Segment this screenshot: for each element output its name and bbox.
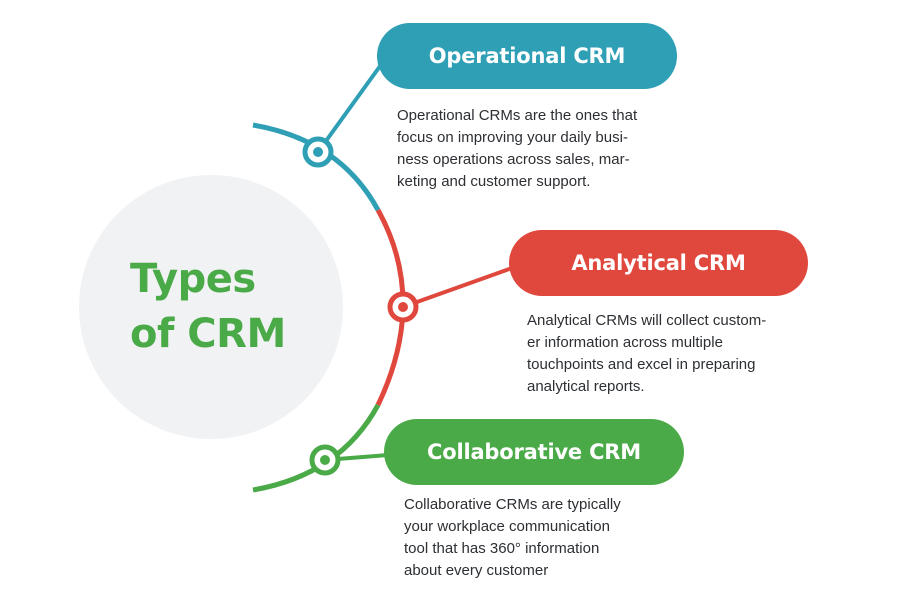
description-line: tool that has 360° information — [404, 540, 600, 557]
analytical-crm-pill: Analytical CRM — [509, 230, 808, 296]
description-line: focus on improving your daily busi- — [397, 129, 628, 146]
title-line-2: of CRM — [130, 311, 286, 357]
description-line: touchpoints and excel in preparing — [527, 356, 756, 373]
description-line: Collaborative CRMs are typically — [404, 496, 621, 513]
description-line: keting and customer support. — [397, 173, 591, 190]
description-line: your workplace communication — [404, 518, 610, 535]
description-line: about every customer — [404, 562, 549, 579]
description-line: Analytical CRMs will collect custom- — [527, 312, 767, 329]
center-circle — [79, 175, 343, 439]
analytical-crm-label: Analytical CRM — [571, 251, 746, 275]
collaborative-crm-description: Collaborative CRMs are typically your wo… — [404, 494, 621, 582]
collaborative-crm-label: Collaborative CRM — [427, 440, 641, 464]
description-line: ness operations across sales, mar- — [397, 151, 630, 168]
node-operational-dot — [313, 147, 323, 157]
collaborative-crm-pill: Collaborative CRM — [384, 419, 684, 485]
page-title: Types of CRM — [130, 252, 330, 362]
node-analytical-dot — [398, 302, 408, 312]
analytical-crm-description: Analytical CRMs will collect custom- er … — [527, 310, 766, 398]
description-line: er information across multiple — [527, 334, 723, 351]
description-line: analytical reports. — [527, 378, 645, 395]
operational-crm-pill: Operational CRM — [377, 23, 677, 89]
link-line-analytical — [402, 266, 513, 309]
description-line: Operational CRMs are the ones that — [397, 107, 638, 124]
title-line-1: Types — [130, 256, 256, 302]
operational-crm-label: Operational CRM — [428, 44, 626, 68]
operational-crm-description: Operational CRMs are the ones that focus… — [397, 105, 637, 193]
link-line-operational — [316, 60, 385, 154]
node-collaborative-dot — [320, 455, 330, 465]
